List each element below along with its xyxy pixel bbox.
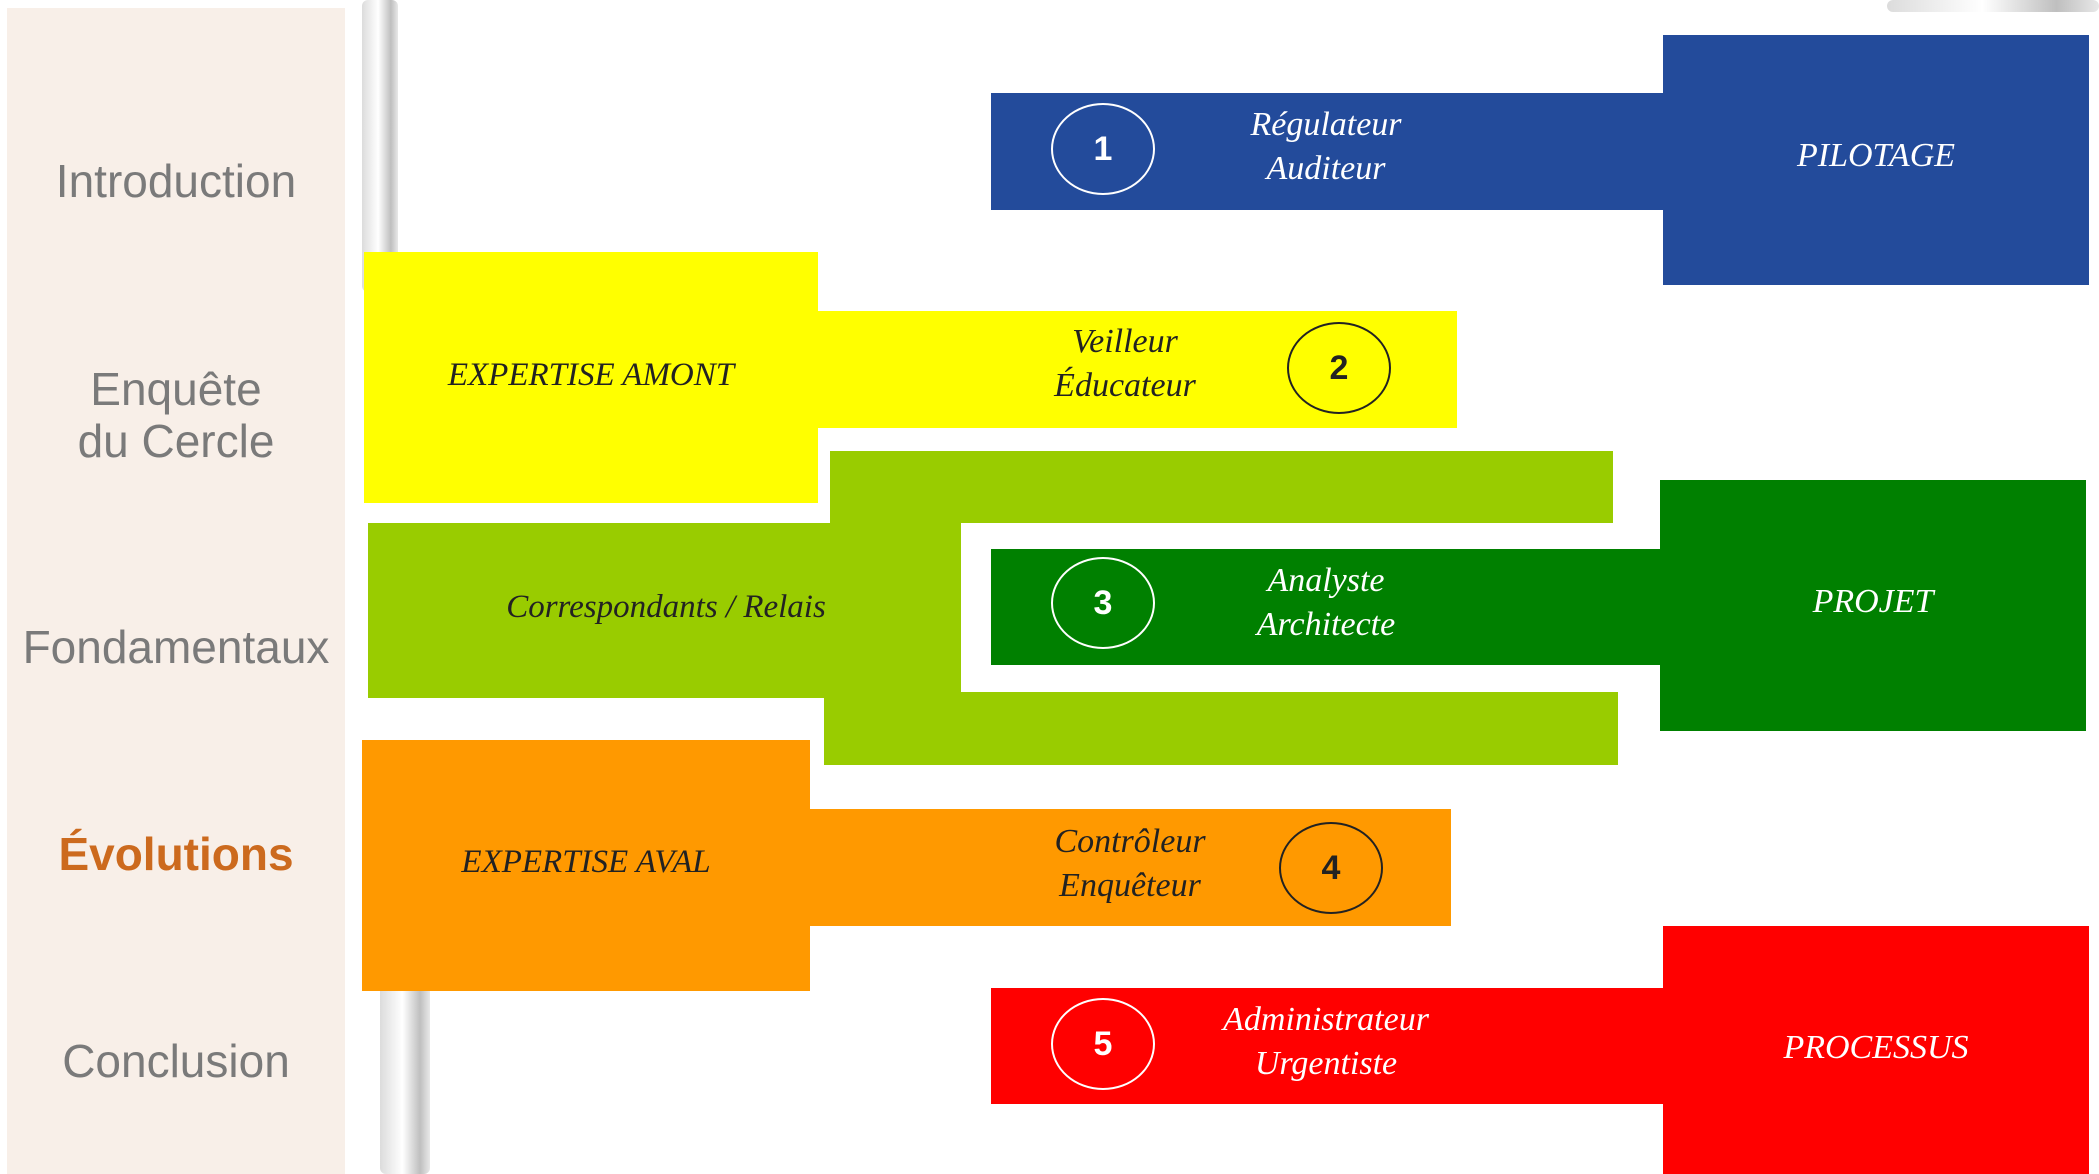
category-label: EXPERTISE AVAL	[461, 844, 711, 880]
role-label: Analyste	[1267, 562, 1385, 599]
role-label: Administrateur	[1223, 1001, 1429, 1038]
step-number-badge: 3	[1051, 557, 1155, 649]
role-label: Régulateur	[1250, 106, 1402, 143]
bracket-top	[830, 451, 1613, 523]
role-labels: Régulateur Auditeur	[1176, 103, 1476, 191]
nav-item-label: Fondamentaux	[22, 621, 330, 673]
category-block-expertise-aval	[362, 740, 810, 991]
nav-item-introduction[interactable]: Introduction	[7, 155, 345, 207]
role-label: Enquêteur	[1059, 867, 1201, 904]
category-label: PROCESSUS	[1783, 1029, 1969, 1066]
role-labels: Veilleur Éducateur	[975, 320, 1275, 408]
correspondants-block	[368, 523, 961, 698]
category-label: Correspondants / Relais	[506, 589, 826, 625]
role-label: Urgentiste	[1254, 1045, 1398, 1082]
role-label: Architecte	[1256, 606, 1396, 643]
nav-item-label: Conclusion	[62, 1035, 290, 1087]
role-labels: Contrôleur Enquêteur	[980, 820, 1280, 908]
role-labels: Administrateur Urgentiste	[1176, 998, 1476, 1086]
role-label: Auditeur	[1266, 150, 1386, 187]
nav-item-label: Enquête	[90, 363, 262, 415]
nav-item-label: Introduction	[55, 155, 297, 207]
category-label: EXPERTISE AMONT	[447, 357, 735, 393]
nav-item-label: du Cercle	[77, 415, 275, 467]
role-label: Contrôleur	[1054, 823, 1206, 860]
category-block-pilotage	[1663, 35, 2089, 285]
category-label: PILOTAGE	[1796, 137, 1956, 174]
role-label: Veilleur	[1072, 323, 1178, 360]
nav-item-fondamentaux[interactable]: Fondamentaux	[7, 621, 345, 673]
category-label: PROJET	[1812, 583, 1934, 620]
bracket-bottom	[824, 692, 1618, 765]
category-block-projet	[1660, 480, 2086, 731]
nav-item-enquete-du-cercle[interactable]: Enquête du Cercle	[7, 363, 345, 467]
nav-item-evolutions[interactable]: Évolutions	[7, 828, 345, 880]
category-block-expertise-amont	[364, 252, 818, 503]
step-number-badge: 2	[1287, 322, 1391, 414]
nav-item-label: Évolutions	[58, 828, 294, 880]
role-label: Éducateur	[1054, 367, 1196, 404]
role-labels: Analyste Architecte	[1176, 559, 1476, 647]
nav-item-conclusion[interactable]: Conclusion	[7, 1035, 345, 1087]
step-number-badge: 4	[1279, 822, 1383, 914]
step-number-badge: 1	[1051, 103, 1155, 195]
decorative-bar	[1887, 0, 2099, 12]
category-block-processus	[1663, 926, 2089, 1174]
step-number-badge: 5	[1051, 998, 1155, 1090]
sidebar-nav: Introduction Enquête du Cercle Fondament…	[7, 8, 345, 1174]
decorative-bar	[362, 0, 398, 292]
